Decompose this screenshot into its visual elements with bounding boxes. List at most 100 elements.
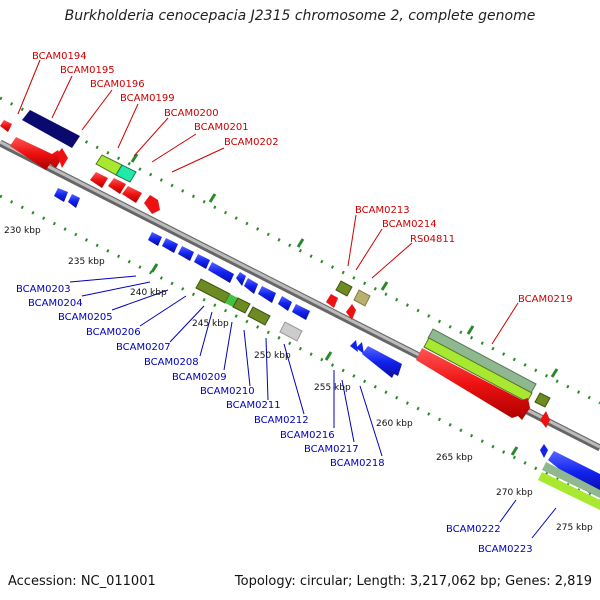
kbp-label: 260 kbp (376, 419, 413, 429)
gene-label-bcam0195[interactable]: BCAM0195 (60, 65, 115, 76)
gene-bcam0213[interactable] (335, 280, 353, 297)
kbp-label: 255 kbp (314, 383, 351, 393)
gene-bcam0202c[interactable] (144, 195, 160, 214)
gene-bcam0210[interactable] (236, 272, 246, 286)
gene-label-bcam0196[interactable]: BCAM0196 (90, 79, 145, 90)
gene-bcam0211-olive[interactable] (247, 306, 271, 326)
gene-bcam0223-sage[interactable] (542, 462, 600, 498)
gene-label-bcam0210[interactable]: BCAM0210 (200, 386, 255, 397)
gene-bcam0208[interactable] (194, 254, 210, 269)
reverse-leader-lines (69, 275, 557, 539)
gene-bcam0213-arrow[interactable] (326, 294, 338, 308)
gene-bcam0216[interactable] (350, 340, 358, 352)
gene-label-bcam0212[interactable]: BCAM0212 (254, 415, 309, 426)
tick-mark (324, 351, 333, 361)
gene-label-bcam0217[interactable]: BCAM0217 (304, 444, 359, 455)
tick-mark (296, 238, 305, 248)
gene-bcam0196[interactable] (57, 148, 68, 168)
gene-rs04811[interactable] (346, 304, 356, 320)
gene-bcam0204[interactable] (68, 194, 80, 208)
gene-bcam0212b[interactable] (292, 304, 310, 320)
gene-bcam0200[interactable] (115, 164, 137, 183)
gene-bcam0202b[interactable] (122, 186, 142, 203)
tick-mark (466, 325, 475, 335)
gene-label-bcam0199[interactable]: BCAM0199 (120, 93, 175, 104)
kbp-label: 230 kbp (4, 226, 41, 236)
gene-bcam0222[interactable] (548, 451, 600, 494)
gene-bcam0219-olive[interactable] (534, 392, 551, 408)
gene-bcam0205[interactable] (148, 232, 162, 246)
gene-label-bcam0214[interactable]: BCAM0214 (382, 219, 437, 230)
gene-label-bcam0204[interactable]: BCAM0204 (28, 298, 83, 309)
tick-mark (150, 263, 159, 273)
forward-gene-labels: BCAM0194 BCAM0195 BCAM0196 BCAM0199 BCAM… (32, 51, 573, 305)
gene-bcam0211[interactable] (244, 278, 258, 294)
tick-mark (130, 153, 139, 163)
gene-label-bcam0222[interactable]: BCAM0222 (446, 524, 501, 535)
gene-label-bcam0209[interactable]: BCAM0209 (172, 372, 227, 383)
track-guide-upper (0, 96, 600, 405)
major-ticks-upper (130, 153, 559, 378)
gene-label-bcam0194[interactable]: BCAM0194 (32, 51, 87, 62)
gene-bcam0217[interactable] (356, 342, 364, 354)
gene-bcam0219-tail[interactable] (540, 411, 550, 428)
gene-bcam0214[interactable] (353, 289, 371, 307)
gene-bcam0211b[interactable] (258, 286, 276, 303)
reverse-strand-genes (54, 188, 600, 510)
gene-label-rs04811[interactable]: RS04811 (410, 234, 455, 245)
gene-label-bcam0216[interactable]: BCAM0216 (280, 430, 335, 441)
gene-bcam0223[interactable] (538, 472, 600, 510)
kbp-label: 235 kbp (68, 257, 105, 267)
gene-label-bcam0219[interactable]: BCAM0219 (518, 294, 573, 305)
gene-label-bcam0223[interactable]: BCAM0223 (478, 544, 533, 555)
gene-bcam0206[interactable] (162, 238, 178, 253)
gene-bcam0212-grey[interactable] (279, 321, 303, 342)
gene-bcam0219-lime[interactable] (423, 337, 533, 403)
gene-label-bcam0207[interactable]: BCAM0207 (116, 342, 171, 353)
gene-bcam0195[interactable] (10, 137, 62, 170)
gene-label-bcam0206[interactable]: BCAM0206 (86, 327, 141, 338)
gene-bcam0194[interactable] (22, 110, 80, 148)
gene-bcam0222-arrow[interactable] (540, 444, 548, 458)
forward-strand-genes (0, 110, 551, 428)
forward-leader-lines (17, 59, 519, 345)
gene-label-bcam0211[interactable]: BCAM0211 (226, 400, 281, 411)
gene-bcam0209[interactable] (208, 262, 234, 283)
gene-label-bcam0218[interactable]: BCAM0218 (330, 458, 385, 469)
tick-mark (380, 281, 389, 291)
accession-text: Accession: NC_011001 (8, 574, 156, 589)
gene-label-bcam0208[interactable]: BCAM0208 (144, 357, 199, 368)
track-guide-lower (0, 194, 600, 503)
gene-label-bcam0213[interactable]: BCAM0213 (355, 205, 410, 216)
gene-bcam0195-left[interactable] (0, 120, 12, 132)
gene-bcam0210-olive[interactable] (232, 297, 251, 314)
gene-bcam0208-olive[interactable] (195, 278, 231, 304)
kbp-label: 250 kbp (254, 351, 291, 361)
gene-bcam0218[interactable] (362, 346, 402, 378)
gene-label-bcam0205[interactable]: BCAM0205 (58, 312, 113, 323)
tick-mark (208, 193, 217, 203)
reverse-gene-labels: BCAM0203 BCAM0204 BCAM0205 BCAM0206 BCAM… (16, 284, 533, 555)
gene-bcam0219[interactable] (416, 348, 530, 420)
kbp-label: 270 kbp (496, 488, 533, 498)
map-title: Burkholderia cenocepacia J2315 chromosom… (64, 8, 536, 24)
gene-bcam0201[interactable] (90, 172, 108, 188)
topology-text: Topology: circular; Length: 3,217,062 bp… (234, 574, 592, 589)
major-ticks-lower (150, 263, 519, 456)
kbp-label: 265 kbp (436, 453, 473, 463)
gene-bcam0202[interactable] (108, 178, 126, 194)
gene-bcam0203[interactable] (54, 188, 68, 202)
kbp-label: 240 kbp (130, 288, 167, 298)
gene-label-bcam0201[interactable]: BCAM0201 (194, 122, 249, 133)
gene-bcam0207[interactable] (178, 246, 194, 261)
gene-bcam0212[interactable] (278, 296, 292, 311)
gene-label-bcam0203[interactable]: BCAM0203 (16, 284, 71, 295)
kbp-scale-labels: 230 kbp 235 kbp 240 kbp 245 kbp 250 kbp … (4, 226, 593, 533)
kbp-label: 245 kbp (192, 319, 229, 329)
gene-label-bcam0200[interactable]: BCAM0200 (164, 108, 219, 119)
tick-mark (510, 446, 519, 456)
kbp-label: 275 kbp (556, 523, 593, 533)
gene-label-bcam0202[interactable]: BCAM0202 (224, 137, 279, 148)
